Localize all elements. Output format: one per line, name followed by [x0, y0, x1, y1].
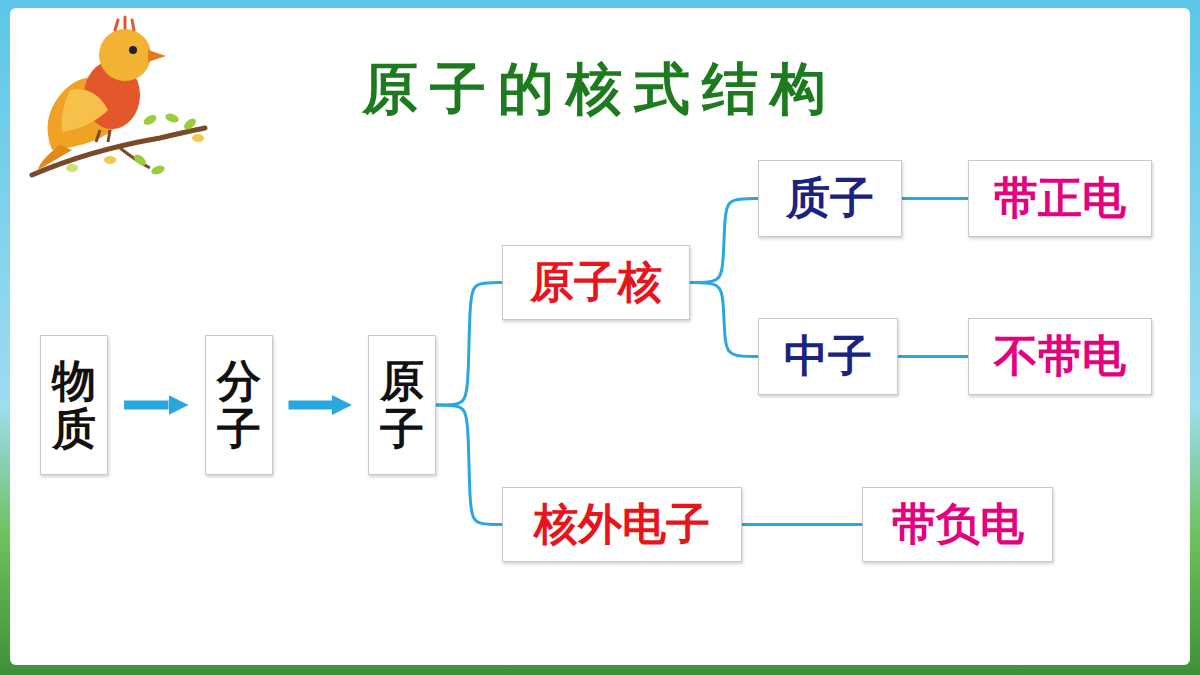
- term-text: 带负电: [892, 500, 1024, 548]
- term-box: 分子: [205, 335, 273, 475]
- term-text: 物质: [52, 357, 96, 454]
- term-box: 质子: [758, 160, 902, 237]
- connector-line: [902, 197, 968, 200]
- slide-title: 原子的核式结构: [0, 52, 1200, 128]
- connector-line: [436, 283, 502, 406]
- term-box: 原子: [368, 335, 436, 475]
- bird-illustration: [32, 17, 205, 176]
- term-text: 带正电: [994, 174, 1126, 222]
- term-box: 中子: [758, 318, 898, 395]
- term-box: 带正电: [968, 160, 1152, 237]
- connector-arrow: [289, 401, 333, 410]
- connector-line: [690, 283, 758, 357]
- term-text: 不带电: [994, 332, 1126, 380]
- term-text: 原子: [380, 357, 424, 454]
- term-box: 不带电: [968, 318, 1152, 395]
- connector-line: [436, 405, 502, 525]
- connector-arrow: [124, 401, 169, 410]
- term-box: 物质: [40, 335, 108, 475]
- term-text: 质子: [786, 174, 874, 222]
- connector-line: [898, 355, 968, 358]
- term-text: 原子核: [530, 258, 662, 306]
- term-box: 原子核: [502, 245, 690, 320]
- connector-line: [742, 523, 862, 526]
- term-text: 中子: [784, 332, 872, 380]
- connector-line: [690, 199, 758, 283]
- term-box: 核外电子: [502, 487, 742, 562]
- term-text: 分子: [217, 357, 261, 454]
- term-box: 带负电: [862, 487, 1053, 562]
- term-text: 核外电子: [534, 500, 710, 548]
